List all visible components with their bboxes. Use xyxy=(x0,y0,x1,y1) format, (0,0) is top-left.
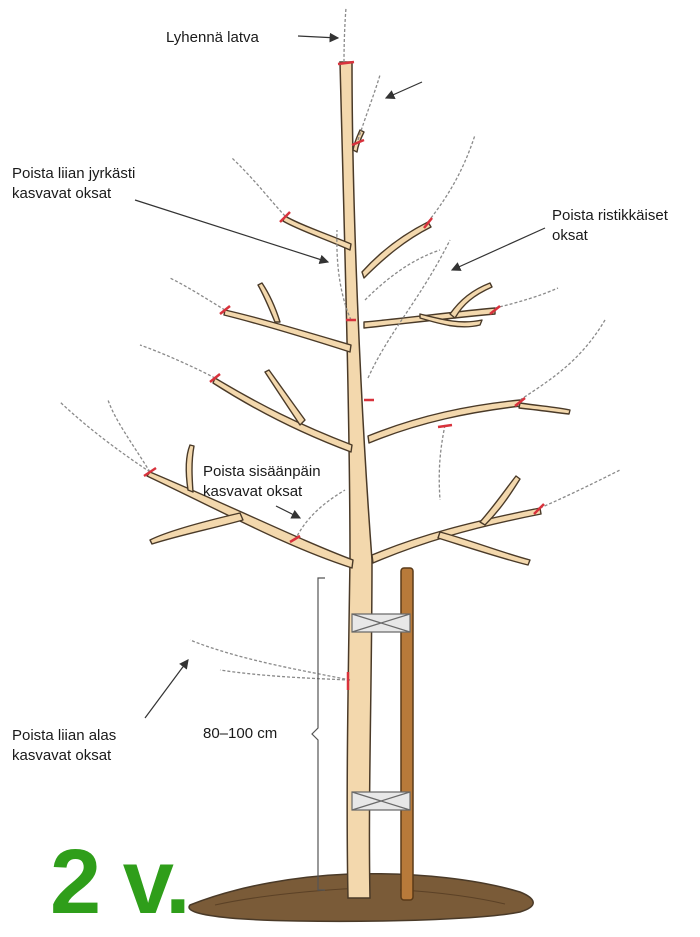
label-trunk-height: 80–100 cm xyxy=(203,724,277,744)
label-steep-branches-line2: kasvavat oksat xyxy=(12,184,111,204)
label-crossing-branches-line2: oksat xyxy=(552,226,588,246)
label-downward-branches-line1: Poista liian alas xyxy=(12,726,116,746)
height-bracket xyxy=(312,578,325,890)
trunk xyxy=(340,62,372,898)
label-steep-branches-line1: Poista liian jyrkästi xyxy=(12,164,135,184)
label-inward-branches-line1: Poista sisäänpäin xyxy=(203,462,321,482)
pointer-arrows xyxy=(135,36,545,718)
year-badge: 2 v. xyxy=(50,836,189,928)
label-inward-branches-line2: kasvavat oksat xyxy=(203,482,302,502)
label-shorten-top: Lyhennä latva xyxy=(166,28,259,48)
label-crossing-branches-line1: Poista ristikkäiset xyxy=(552,206,668,226)
label-downward-branches-line2: kasvavat oksat xyxy=(12,746,111,766)
